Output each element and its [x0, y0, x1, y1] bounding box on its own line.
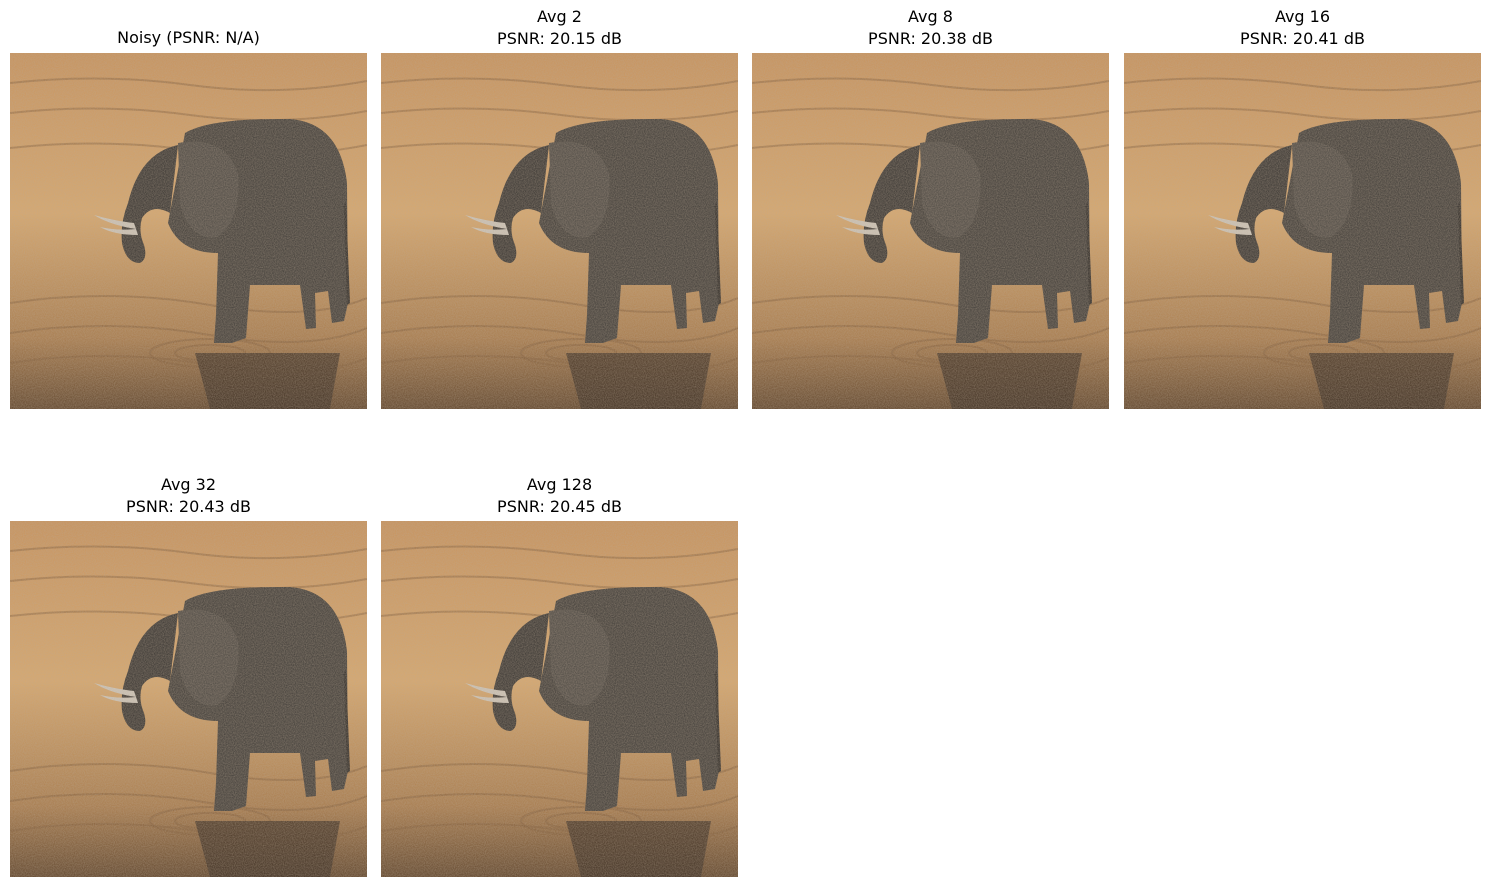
elephant-photo	[381, 521, 738, 877]
elephant-photo	[10, 521, 367, 877]
panel-title-line1: Avg 128	[526, 475, 593, 494]
panel-title-line1: Noisy (PSNR: N/A)	[117, 28, 260, 47]
panel-title: Avg 2 PSNR: 20.15 dB	[381, 6, 738, 50]
panel-title: Avg 16 PSNR: 20.41 dB	[1124, 6, 1481, 50]
elephant-photo	[752, 53, 1109, 409]
panel-title-line2: PSNR: 20.43 dB	[126, 497, 251, 516]
panel-title: Avg 8 PSNR: 20.38 dB	[752, 6, 1109, 50]
panel-title-line1: Avg 32	[160, 475, 217, 494]
elephant-photo	[1124, 53, 1481, 409]
panel-title: Noisy (PSNR: N/A)	[10, 27, 367, 49]
panel-title-line2: PSNR: 20.15 dB	[497, 29, 622, 48]
panel-title-line1: Avg 16	[1274, 7, 1331, 26]
panel-title-line2: PSNR: 20.38 dB	[868, 29, 993, 48]
panel-title: Avg 128 PSNR: 20.45 dB	[381, 474, 738, 518]
elephant-photo	[381, 53, 738, 409]
panel-title-line2: PSNR: 20.41 dB	[1240, 29, 1365, 48]
panel-title-line1: Avg 8	[908, 7, 953, 26]
panel-title-line1: Avg 2	[537, 7, 582, 26]
elephant-photo	[10, 53, 367, 409]
panel-title: Avg 32 PSNR: 20.43 dB	[10, 474, 367, 518]
panel-title-line2: PSNR: 20.45 dB	[497, 497, 622, 516]
